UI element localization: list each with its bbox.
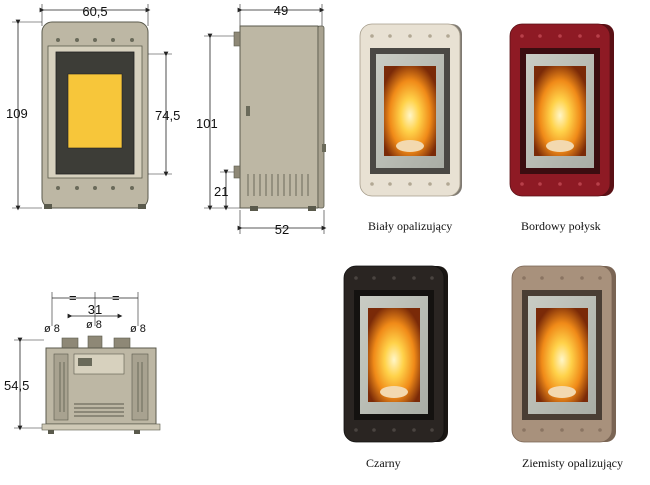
variant-caption-white: Biały opalizujący [368,219,453,233]
stove-variant-black [343,265,448,443]
variant-caption-earthy: Ziemisty opalizujący [522,456,623,470]
rear-fan-grille [74,403,124,417]
rear-spacing-left-label: = [69,290,77,305]
front-height-label: 109 [6,106,28,121]
pipe-right-diameter-label: ø 8 [130,323,146,335]
pipe-left-diameter-label: ø 8 [44,323,60,335]
side-height-label: 101 [196,116,218,131]
variant-caption-black: Czarny [366,456,401,470]
rear-spacing-right-label: = [112,290,120,305]
side-view: 49 101 21 52 [196,3,327,237]
front-glass-height-label: 74,5 [155,108,180,123]
side-body [239,25,319,209]
front-width-label: 60,5 [82,4,107,19]
side-bottom-depth-label: 52 [275,222,289,237]
rear-view: = = 31 ø 8 ø 8 ø 8 54,5 [4,290,161,434]
front-glass [67,73,123,149]
front-top-bolts [56,38,134,42]
front-bottom-bolts [56,186,134,190]
rear-height-label: 54,5 [4,378,29,393]
rear-vent-slots [59,362,143,412]
side-flue-connector [233,31,241,47]
variant-caption-bordeaux: Bordowy połysk [521,219,601,233]
rear-center-distance-label: 31 [88,302,102,317]
side-air-inlet [233,165,241,179]
pipe-center-diameter-label: ø 8 [86,319,102,331]
side-top-depth-label: 49 [274,3,288,18]
stove-variant-bordeaux [509,23,614,197]
side-vent-slots [247,174,309,196]
side-foot-height-label: 21 [214,184,228,199]
front-view: 60,5 109 74,5 [6,4,180,211]
stove-variant-white [359,23,462,197]
side-front-edge [317,25,325,209]
stove-variant-earthy [511,265,616,443]
